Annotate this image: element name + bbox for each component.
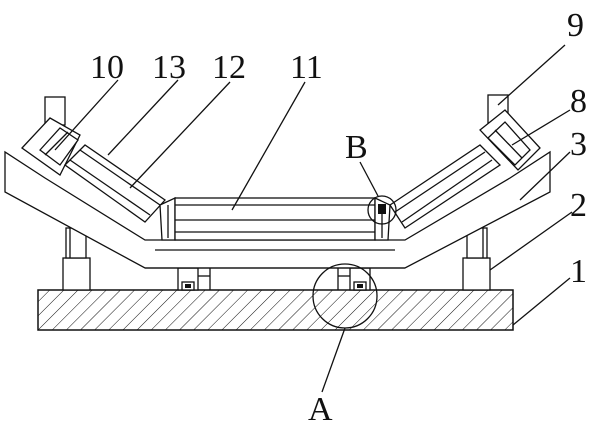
label-2: 2 bbox=[570, 187, 587, 224]
label-3: 3 bbox=[570, 126, 587, 163]
left-roller-bracket bbox=[159, 196, 176, 241]
detail-circle-b bbox=[367, 195, 397, 225]
label-1: 1 bbox=[570, 253, 587, 290]
center-roller bbox=[174, 197, 376, 241]
left-support-column bbox=[62, 227, 91, 291]
leader-lines bbox=[54, 44, 573, 393]
right-outer-bracket bbox=[479, 109, 541, 171]
right-roller-bracket bbox=[374, 196, 391, 241]
right-base-mount bbox=[337, 267, 371, 291]
label-12: 12 bbox=[212, 49, 246, 86]
label-b: B bbox=[345, 129, 368, 166]
base-plate bbox=[37, 289, 514, 331]
label-9: 9 bbox=[567, 7, 584, 44]
left-wing-roller bbox=[63, 144, 166, 223]
right-wing-roller bbox=[389, 144, 502, 229]
label-13: 13 bbox=[152, 49, 186, 86]
label-a: A bbox=[308, 391, 333, 428]
label-10: 10 bbox=[90, 49, 124, 86]
label-11: 11 bbox=[290, 49, 323, 86]
label-8: 8 bbox=[570, 83, 587, 120]
right-support-column bbox=[462, 227, 491, 291]
left-base-mount bbox=[177, 267, 211, 291]
